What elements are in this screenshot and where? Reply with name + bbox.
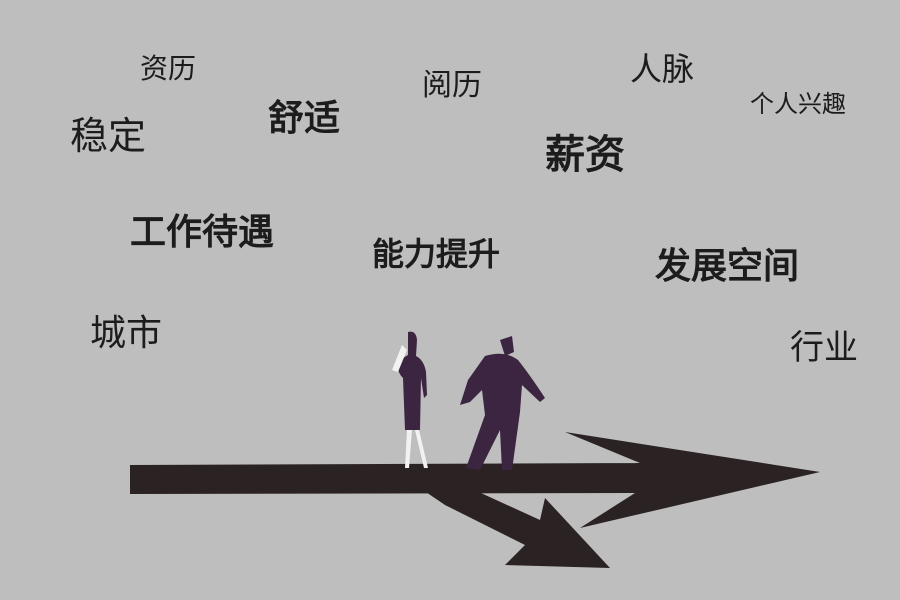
word-wending: 稳定 [70, 114, 147, 158]
word-renmai: 人脉 [630, 50, 695, 88]
word-chengshi: 城市 [90, 313, 163, 354]
word-hangye: 行业 [790, 328, 858, 368]
branch-arrow [420, 488, 610, 568]
woman-figure [392, 331, 428, 468]
man-figure [460, 336, 545, 470]
word-zili: 资历 [140, 52, 197, 85]
main-arrow [130, 432, 820, 528]
word-nengli: 能力提升 [372, 235, 501, 273]
word-xinzi: 薪资 [545, 132, 625, 178]
word-daiyu: 工作待遇 [130, 212, 275, 253]
word-shushi: 舒适 [268, 98, 341, 139]
word-yueli: 阅历 [422, 68, 482, 103]
word-fazhan: 发展空间 [655, 246, 800, 287]
word-xingqu: 个人兴趣 [750, 90, 846, 118]
